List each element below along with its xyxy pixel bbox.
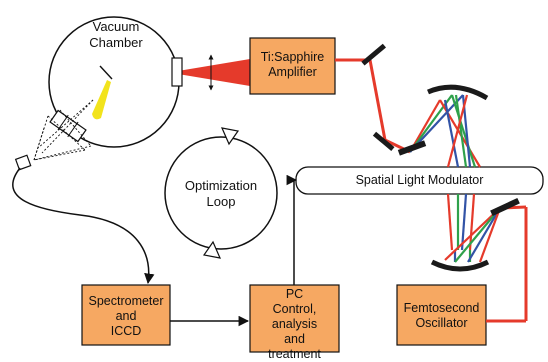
detection-port (33, 99, 94, 161)
grating-upper (397, 140, 427, 156)
vacuum-chamber-text: Vacuum Chamber (89, 19, 143, 50)
mirror-mid-left (372, 131, 395, 152)
optimization-loop-circle (164, 136, 278, 250)
spectrometer-box (81, 284, 171, 346)
spectrometer-text: Spectrometer and ICCD (88, 294, 164, 338)
curved-mirror-bottom (430, 259, 490, 272)
lower-dispersion-rays (444, 193, 502, 263)
upper-dispersion-rays (409, 94, 481, 168)
oscillator-label: Femtosecond Oscillator (397, 301, 486, 331)
chamber-window (171, 57, 183, 87)
mirror-top (361, 43, 387, 66)
slm-label: Spatial Light Modulator (296, 173, 543, 188)
optimization-loop-text: Optimization Loop (184, 178, 258, 209)
spectrometer-label: Spectrometer and ICCD (82, 294, 170, 339)
grating-lower (490, 197, 520, 217)
oscillator-beam (486, 205, 528, 323)
red-beam-path (335, 58, 411, 154)
mirrors (361, 43, 520, 217)
curved-mirror-top (427, 84, 489, 101)
pc-label: PC Control, analysis and treatment (250, 287, 339, 362)
fiber-to-spectrometer (12, 167, 155, 285)
amplifier-label: Ti:Sapphire Amplifier (250, 50, 335, 80)
pc-vertical-line (292, 179, 295, 285)
optimization-loop-label: Optimization Loop (176, 178, 266, 209)
ablation-plume (92, 80, 111, 120)
amplifier-text: Ti:Sapphire Amplifier (260, 50, 325, 79)
slm-text: Spatial Light Modulator (355, 173, 484, 187)
amplifier-box (249, 37, 336, 95)
oscillator-box (396, 284, 487, 346)
oscillator-text: Femtosecond Oscillator (403, 301, 480, 330)
vacuum-chamber-label: Vacuum Chamber (79, 19, 153, 50)
loop-arrow-bottom (202, 240, 222, 259)
target-plate (99, 65, 113, 80)
pc-text: PC Control, analysis and treatment (268, 287, 321, 361)
fiber-connector (14, 154, 32, 171)
loop-arrow-top (220, 127, 240, 146)
